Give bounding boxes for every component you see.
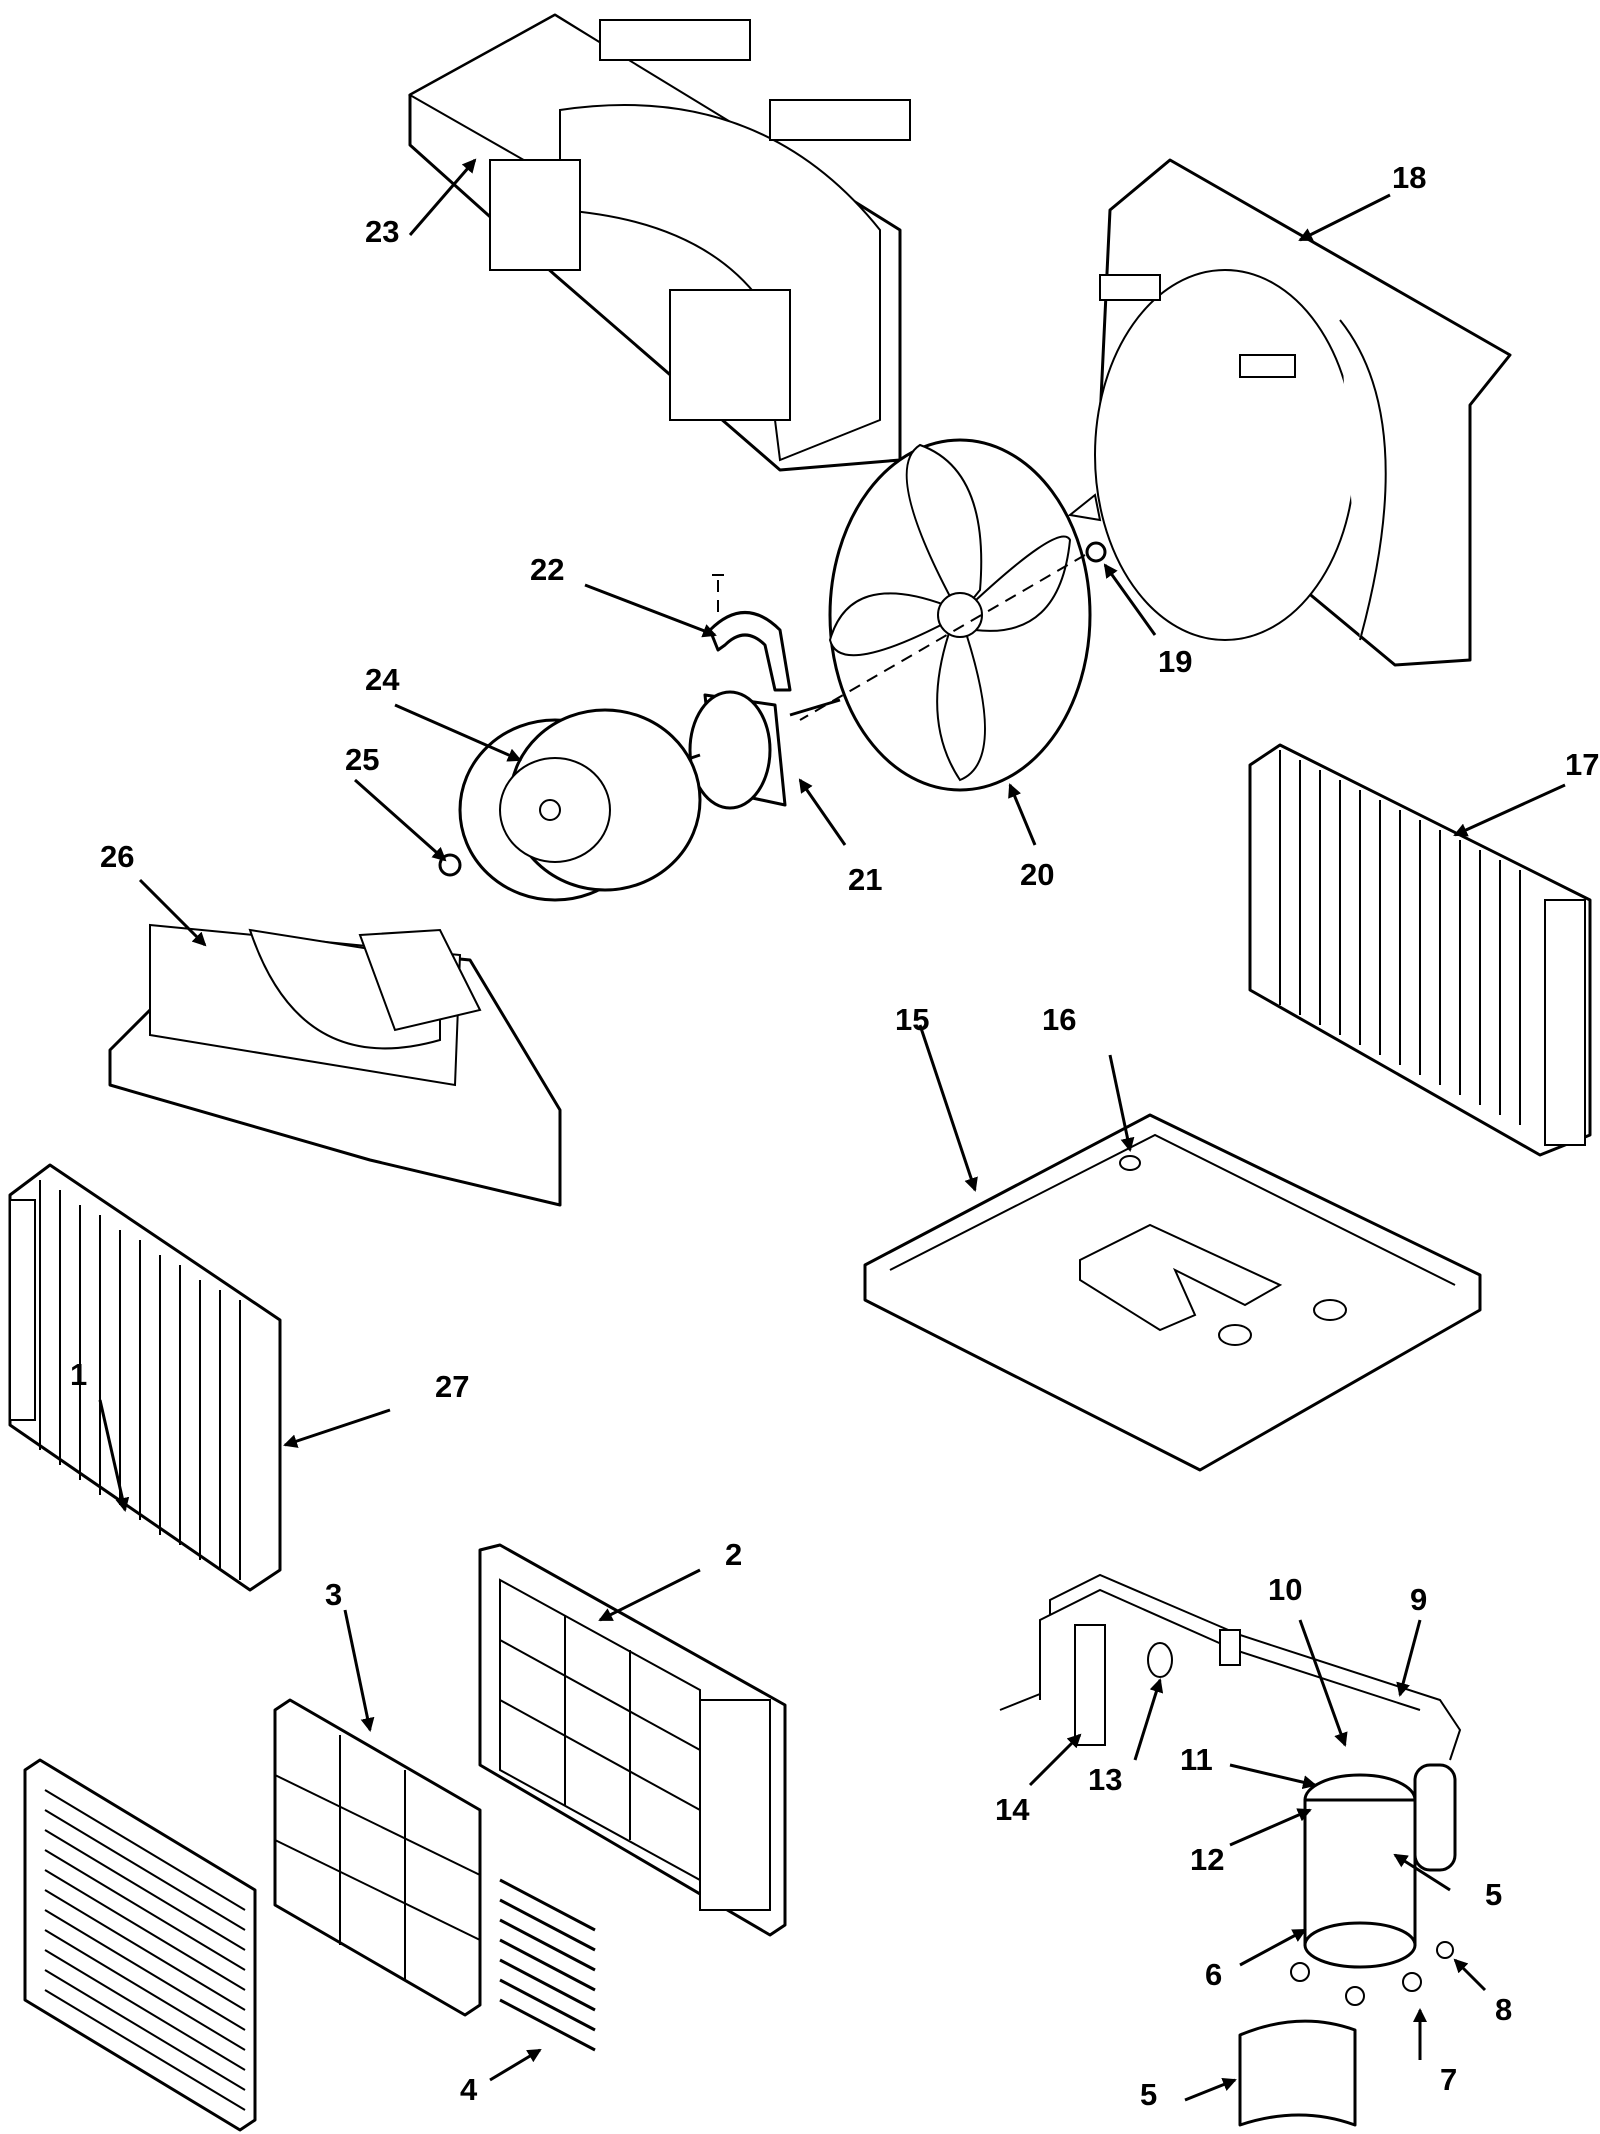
part-3-air-filter [273, 1698, 482, 2017]
callout-12: 12 [1190, 1842, 1224, 1877]
callout-6: 6 [1205, 1957, 1222, 1992]
callout-18: 18 [1392, 160, 1426, 195]
part-20-condenser-fan [828, 438, 1092, 792]
callout-11: 11 [1180, 1742, 1213, 1777]
callout-24: 24 [365, 662, 400, 697]
callout-9: 9 [1410, 1582, 1427, 1617]
part-5-insulation-wrap [1238, 2019, 1357, 2127]
leader-lines [98, 158, 1566, 2102]
part-1-front-grille [23, 1758, 257, 2132]
callout-20: 20 [1020, 857, 1054, 892]
part-26-scroll-housing [108, 923, 562, 1207]
callout-15: 15 [895, 1002, 929, 1037]
callout-2: 2 [725, 1537, 742, 1572]
part-2-front-panel [478, 1543, 787, 1937]
callout-4: 4 [460, 2072, 478, 2107]
part-22-motor-mount [708, 574, 792, 692]
callout-19: 19 [1158, 644, 1192, 679]
part-4-louver [499, 1878, 596, 2052]
part-19-nut [1085, 541, 1107, 563]
callout-27: 27 [435, 1369, 469, 1404]
callout-5-gasket: 5 [1485, 1877, 1502, 1912]
part-17-condenser-coil [1248, 743, 1592, 1157]
callout-3: 3 [325, 1577, 342, 1612]
callout-labels: 1 2 3 4 5 5 6 7 8 9 10 11 12 13 14 15 16… [70, 160, 1599, 2112]
callout-5-wrap: 5 [1140, 2077, 1157, 2112]
callout-7: 7 [1440, 2062, 1457, 2097]
part-27-evaporator-coil [8, 1163, 282, 1592]
part-24-blower-wheel [458, 708, 702, 902]
callout-10: 10 [1268, 1572, 1302, 1607]
part-18-shroud [1067, 158, 1512, 667]
callout-21: 21 [848, 862, 882, 897]
callout-17: 17 [1565, 747, 1599, 782]
part-compressor-assembly [999, 1573, 1462, 2006]
callout-23: 23 [365, 214, 399, 249]
callout-14: 14 [995, 1792, 1030, 1827]
part-23-air-duct [407, 13, 911, 472]
callout-25: 25 [345, 742, 379, 777]
callout-8: 8 [1495, 1992, 1512, 2027]
callout-26: 26 [100, 839, 134, 874]
callout-22: 22 [530, 552, 564, 587]
callout-16: 16 [1042, 1002, 1076, 1037]
callout-13: 13 [1088, 1762, 1122, 1797]
part-15-base-pan [863, 1113, 1482, 1472]
callout-1: 1 [70, 1357, 87, 1392]
